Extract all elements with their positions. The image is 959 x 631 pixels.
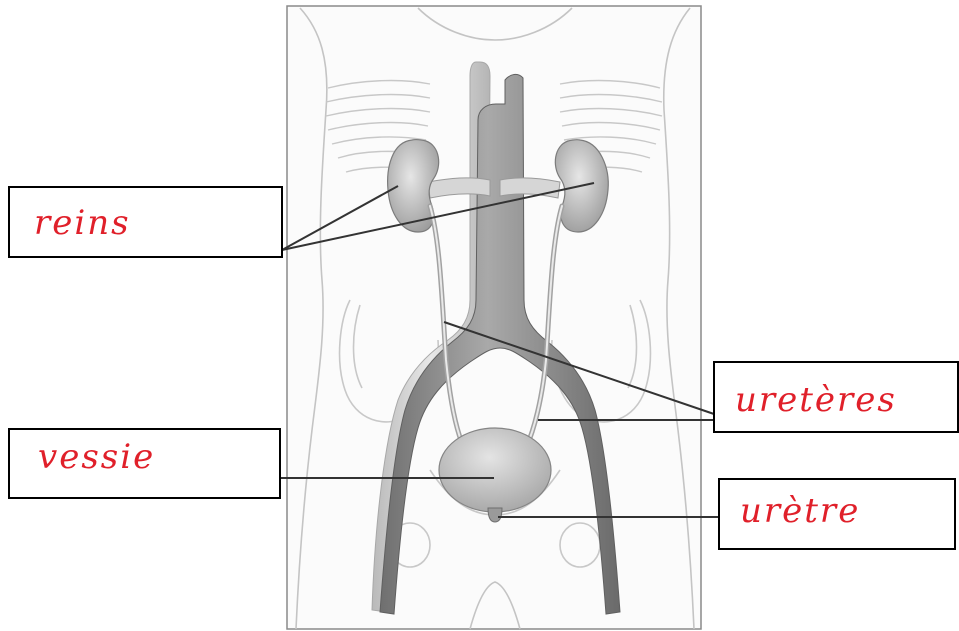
label-box-urethra: urètre (718, 478, 956, 550)
label-bladder: vessie (38, 440, 155, 474)
label-box-kidneys: reins (8, 186, 283, 258)
label-box-bladder: vessie (8, 428, 281, 499)
label-urethra: urètre (740, 494, 860, 528)
urethra (488, 508, 502, 522)
label-box-ureters: uretères (713, 361, 959, 433)
label-ureters: uretères (735, 383, 897, 417)
label-kidneys: reins (34, 206, 131, 240)
bladder (439, 428, 551, 512)
